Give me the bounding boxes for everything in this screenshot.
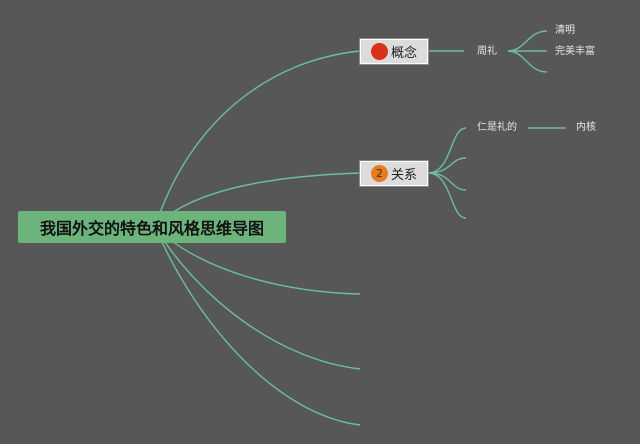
connector-root-branch-1 — [154, 50, 361, 228]
priority-marker-icon: 2 — [371, 165, 388, 182]
root-topic-label: 我国外交的特色和风格思维导图 — [39, 219, 264, 238]
branch-topic-label: 关系 — [391, 168, 418, 183]
branch-topic-relation[interactable]: 2 关系 — [359, 160, 429, 187]
subtopic-ren-shi-li-de[interactable]: 仁是礼的 — [477, 122, 517, 133]
connector-root-branch-4 — [154, 226, 361, 370]
branch-topic-label: 概念 — [391, 46, 418, 61]
branch-topic-concept[interactable]: 概念 — [359, 38, 429, 65]
priority-marker-icon — [371, 43, 388, 60]
root-topic[interactable]: 我国外交的特色和风格思维导图 — [18, 211, 286, 243]
connector-branch2-down — [427, 172, 467, 219]
connector-branch2-mid-up — [427, 157, 467, 174]
subtopic-wanmei-fengfu[interactable]: 完美丰富 — [555, 46, 595, 57]
connector-leaf-up — [507, 30, 548, 52]
subtopic-zhouli[interactable]: 周礼 — [477, 46, 497, 57]
subtopic-neihe[interactable]: 内核 — [576, 122, 596, 133]
connector-root-branch-5 — [154, 226, 361, 426]
connector-branch2-up — [427, 127, 467, 174]
connector-leaf-down — [507, 50, 548, 73]
subtopic-qingming[interactable]: 清明 — [555, 25, 575, 36]
